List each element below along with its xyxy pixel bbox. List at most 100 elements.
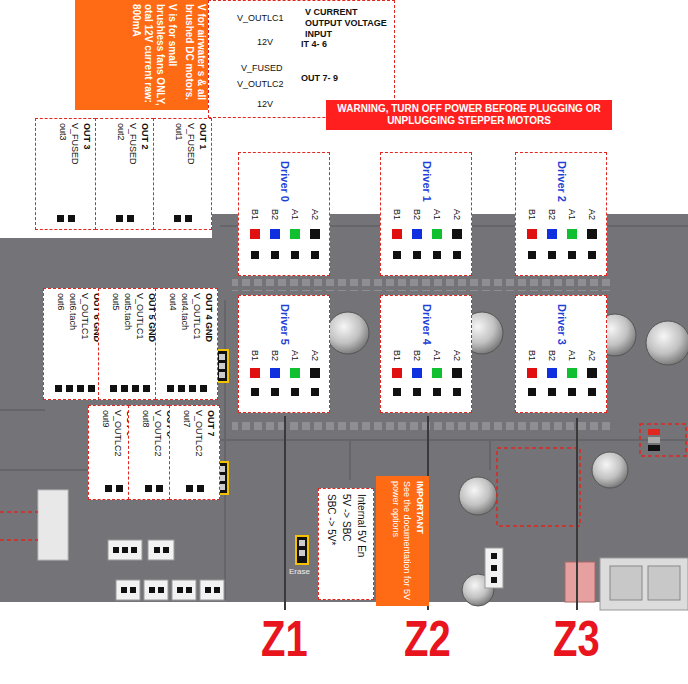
pin-square bbox=[311, 388, 319, 396]
label-column-group: OUT 3V_FUSEDout3 bbox=[39, 123, 92, 205]
pin-square bbox=[251, 251, 259, 259]
white-connectors bbox=[200, 580, 224, 600]
pin-square bbox=[110, 385, 117, 392]
pin-color bbox=[527, 229, 537, 239]
driver-chip-pads bbox=[232, 279, 612, 432]
pin-label: out4 bbox=[167, 293, 178, 311]
fan-output-box: OUT 2V_FUSEDout2 bbox=[95, 118, 154, 230]
dashed-markers bbox=[0, 539, 38, 541]
pin-label: V_FUSED bbox=[185, 123, 196, 165]
pin-label: A1 bbox=[566, 209, 578, 220]
pin-square bbox=[57, 215, 64, 222]
fan-output-box: OUT 6 GNDV_OUTLC1out6.tachout6 bbox=[43, 288, 106, 400]
pcb-traces bbox=[0, 409, 45, 411]
voltage-label: V_FUSED bbox=[241, 63, 283, 74]
pin-square bbox=[197, 485, 204, 492]
pin-label: B2 bbox=[546, 350, 558, 361]
driver-box: Driver 4B1B2A1A2 bbox=[380, 295, 472, 413]
pin-square bbox=[186, 485, 193, 492]
key-heading: V CURRENT OUTPUT VOLTAGE INPUT bbox=[305, 7, 393, 40]
pin-square bbox=[548, 388, 556, 396]
pcb-traces bbox=[489, 440, 491, 470]
driver-name: Driver 4 bbox=[420, 304, 433, 345]
pin-label: out5.tach bbox=[122, 293, 133, 330]
pin-label: out6 bbox=[55, 293, 66, 311]
pin-color bbox=[392, 229, 402, 239]
jumper-label: 5V -> SBC bbox=[340, 494, 352, 542]
voltage-label: 12V bbox=[257, 37, 273, 48]
jumper-label: SBC -> 5V* bbox=[325, 494, 337, 545]
edge-wire-stubs bbox=[648, 429, 660, 451]
warning-note: V for airwater s & all brushed DC motors… bbox=[75, 0, 211, 110]
pin-label: B1 bbox=[391, 350, 403, 361]
fan-jumpers bbox=[219, 354, 225, 360]
fan-jumpers bbox=[296, 536, 308, 564]
pin-color bbox=[412, 368, 422, 378]
pin-square bbox=[453, 388, 461, 396]
white-connectors bbox=[186, 587, 192, 593]
driver-box: Driver 0B1B2A1A2 bbox=[238, 152, 330, 276]
label-column-group: OUT 1V_FUSEDout1 bbox=[157, 123, 208, 205]
white-connectors bbox=[116, 580, 140, 600]
capacitors bbox=[646, 321, 688, 365]
white-connectors bbox=[491, 565, 497, 571]
pin-square bbox=[116, 215, 123, 222]
connector-pins bbox=[36, 215, 95, 222]
pin-label: B2 bbox=[269, 350, 281, 361]
white-connectors bbox=[113, 547, 119, 553]
leader-lines bbox=[576, 418, 578, 610]
white-connectors bbox=[600, 558, 688, 610]
pin-square bbox=[88, 385, 95, 392]
pin-square bbox=[145, 485, 152, 492]
pin-square bbox=[178, 385, 185, 392]
pin-color bbox=[567, 229, 577, 239]
important-note: IMPORTANTSee the documentation for 5V po… bbox=[376, 476, 429, 606]
pin-color bbox=[250, 368, 260, 378]
pin-color bbox=[547, 368, 557, 378]
pin-square bbox=[105, 485, 112, 492]
white-connectors bbox=[144, 580, 168, 600]
driver-name: Driver 2 bbox=[555, 161, 568, 202]
jumper-label: Internal 5V En bbox=[355, 494, 367, 557]
white-connectors bbox=[38, 490, 68, 560]
pin-label: B2 bbox=[411, 350, 423, 361]
pin-label: B2 bbox=[546, 209, 558, 220]
callout-number: Z3 bbox=[553, 614, 600, 664]
pin-square bbox=[528, 388, 536, 396]
pin-label: V_OUTLC1 bbox=[79, 293, 90, 340]
fan-output-box: OUT 4 GNDV_OUTLC1out4.tachout4 bbox=[155, 288, 218, 400]
pcb-traces bbox=[220, 439, 688, 441]
pin-label: V_OUTLC2 bbox=[112, 410, 123, 457]
pin-label: out7 bbox=[181, 410, 192, 428]
voltage-label: V_OUTLC1 bbox=[237, 13, 284, 24]
pin-color bbox=[567, 368, 577, 378]
white-connectors bbox=[214, 587, 220, 593]
pin-label: out9 bbox=[100, 410, 111, 428]
pin-square bbox=[68, 215, 75, 222]
white-connectors bbox=[177, 587, 183, 593]
warning-banner: WARNING, TURN OFF POWER BEFORE PLUGGING … bbox=[326, 100, 612, 130]
pcb-traces bbox=[0, 226, 688, 600]
important-heading: IMPORTANT bbox=[414, 481, 425, 601]
connector-pins bbox=[170, 485, 219, 492]
pin-square bbox=[167, 385, 174, 392]
callout-number: Z1 bbox=[261, 614, 308, 664]
label-column-group: OUT 6 GNDV_OUTLC1out6.tachout6 bbox=[47, 293, 102, 375]
jumper-label-box: Internal 5V En5V -> SBCSBC -> 5V* bbox=[318, 488, 374, 600]
leader-lines bbox=[284, 416, 286, 610]
pin-square bbox=[271, 388, 279, 396]
pin-color bbox=[452, 229, 462, 239]
fan-output-box: OUT 1V_FUSEDout1 bbox=[153, 118, 212, 230]
connector-pins bbox=[156, 385, 217, 392]
pin-color bbox=[547, 229, 557, 239]
edge-wire-stubs bbox=[648, 437, 660, 443]
pcb-traces bbox=[224, 300, 226, 600]
connector-pins bbox=[154, 215, 211, 222]
driver-chip-pads bbox=[232, 279, 612, 291]
white-connectors bbox=[491, 577, 497, 583]
pin-square bbox=[588, 251, 596, 259]
white-connectors bbox=[121, 587, 127, 593]
note-text: V is for small brushless fans ONLY, otal… bbox=[130, 4, 178, 106]
pin-color bbox=[270, 229, 280, 239]
output-name: OUT 4 GND bbox=[203, 293, 214, 342]
